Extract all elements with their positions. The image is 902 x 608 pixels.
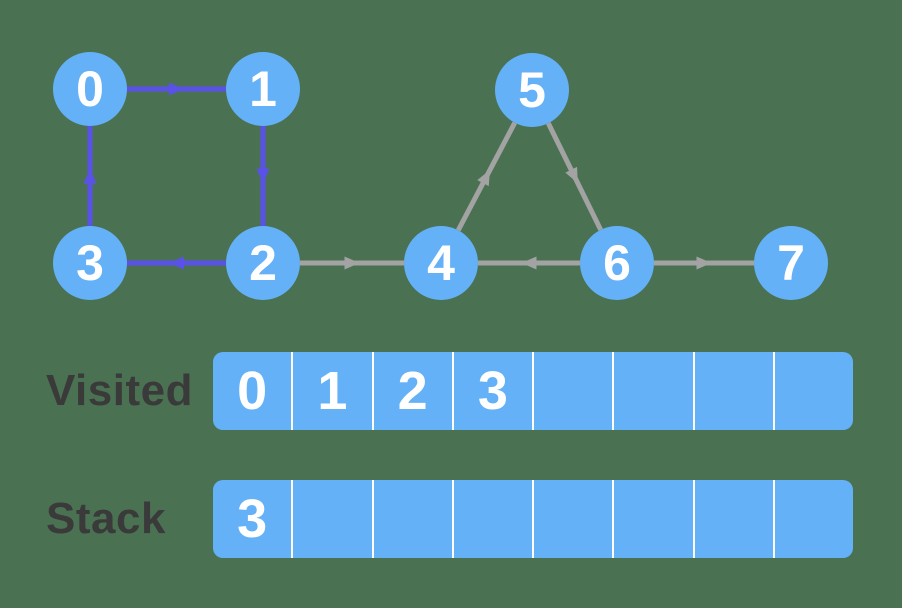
graph-node-6: 6 [580,226,654,300]
visited-cell-1: 1 [293,352,374,430]
arrowhead-5-6 [565,166,578,184]
stack-cell-4 [534,480,615,558]
stack-cell-3 [454,480,534,558]
arrowhead-2-4 [344,256,360,270]
visited-cell-2: 2 [374,352,454,430]
arrowhead-1-2 [256,168,270,184]
arrowhead-6-4 [521,256,537,270]
graph-node-4: 4 [404,226,478,300]
stack-cell-5 [614,480,695,558]
graph-node-0: 0 [53,52,127,126]
arrowhead-0-1 [169,82,184,96]
visited-cell-0: 0 [213,352,294,430]
graph-node-5: 5 [495,53,569,127]
visited-cell-6 [695,352,775,430]
graph-node-7: 7 [754,226,828,300]
stack-cell-7 [775,480,853,558]
stack-cell-1 [293,480,374,558]
graph-node-3: 3 [53,226,127,300]
visited-cell-3: 3 [454,352,534,430]
arrowhead-4-5 [477,169,490,187]
visited-cell-4 [534,352,615,430]
stack-cell-6 [695,480,775,558]
stack-cell-2 [374,480,454,558]
arrowhead-3-0 [83,168,97,184]
arrowhead-2-3 [169,256,184,270]
visited-cell-7 [775,352,853,430]
stack-label: Stack [46,494,166,543]
arrowhead-6-7 [696,256,712,270]
stack-cell-0: 3 [213,480,294,558]
visited-label: Visited [46,366,193,415]
graph-node-2: 2 [226,226,300,300]
visited-cell-5 [614,352,695,430]
graph-node-1: 1 [226,52,300,126]
stack-array: 3 [213,480,853,558]
